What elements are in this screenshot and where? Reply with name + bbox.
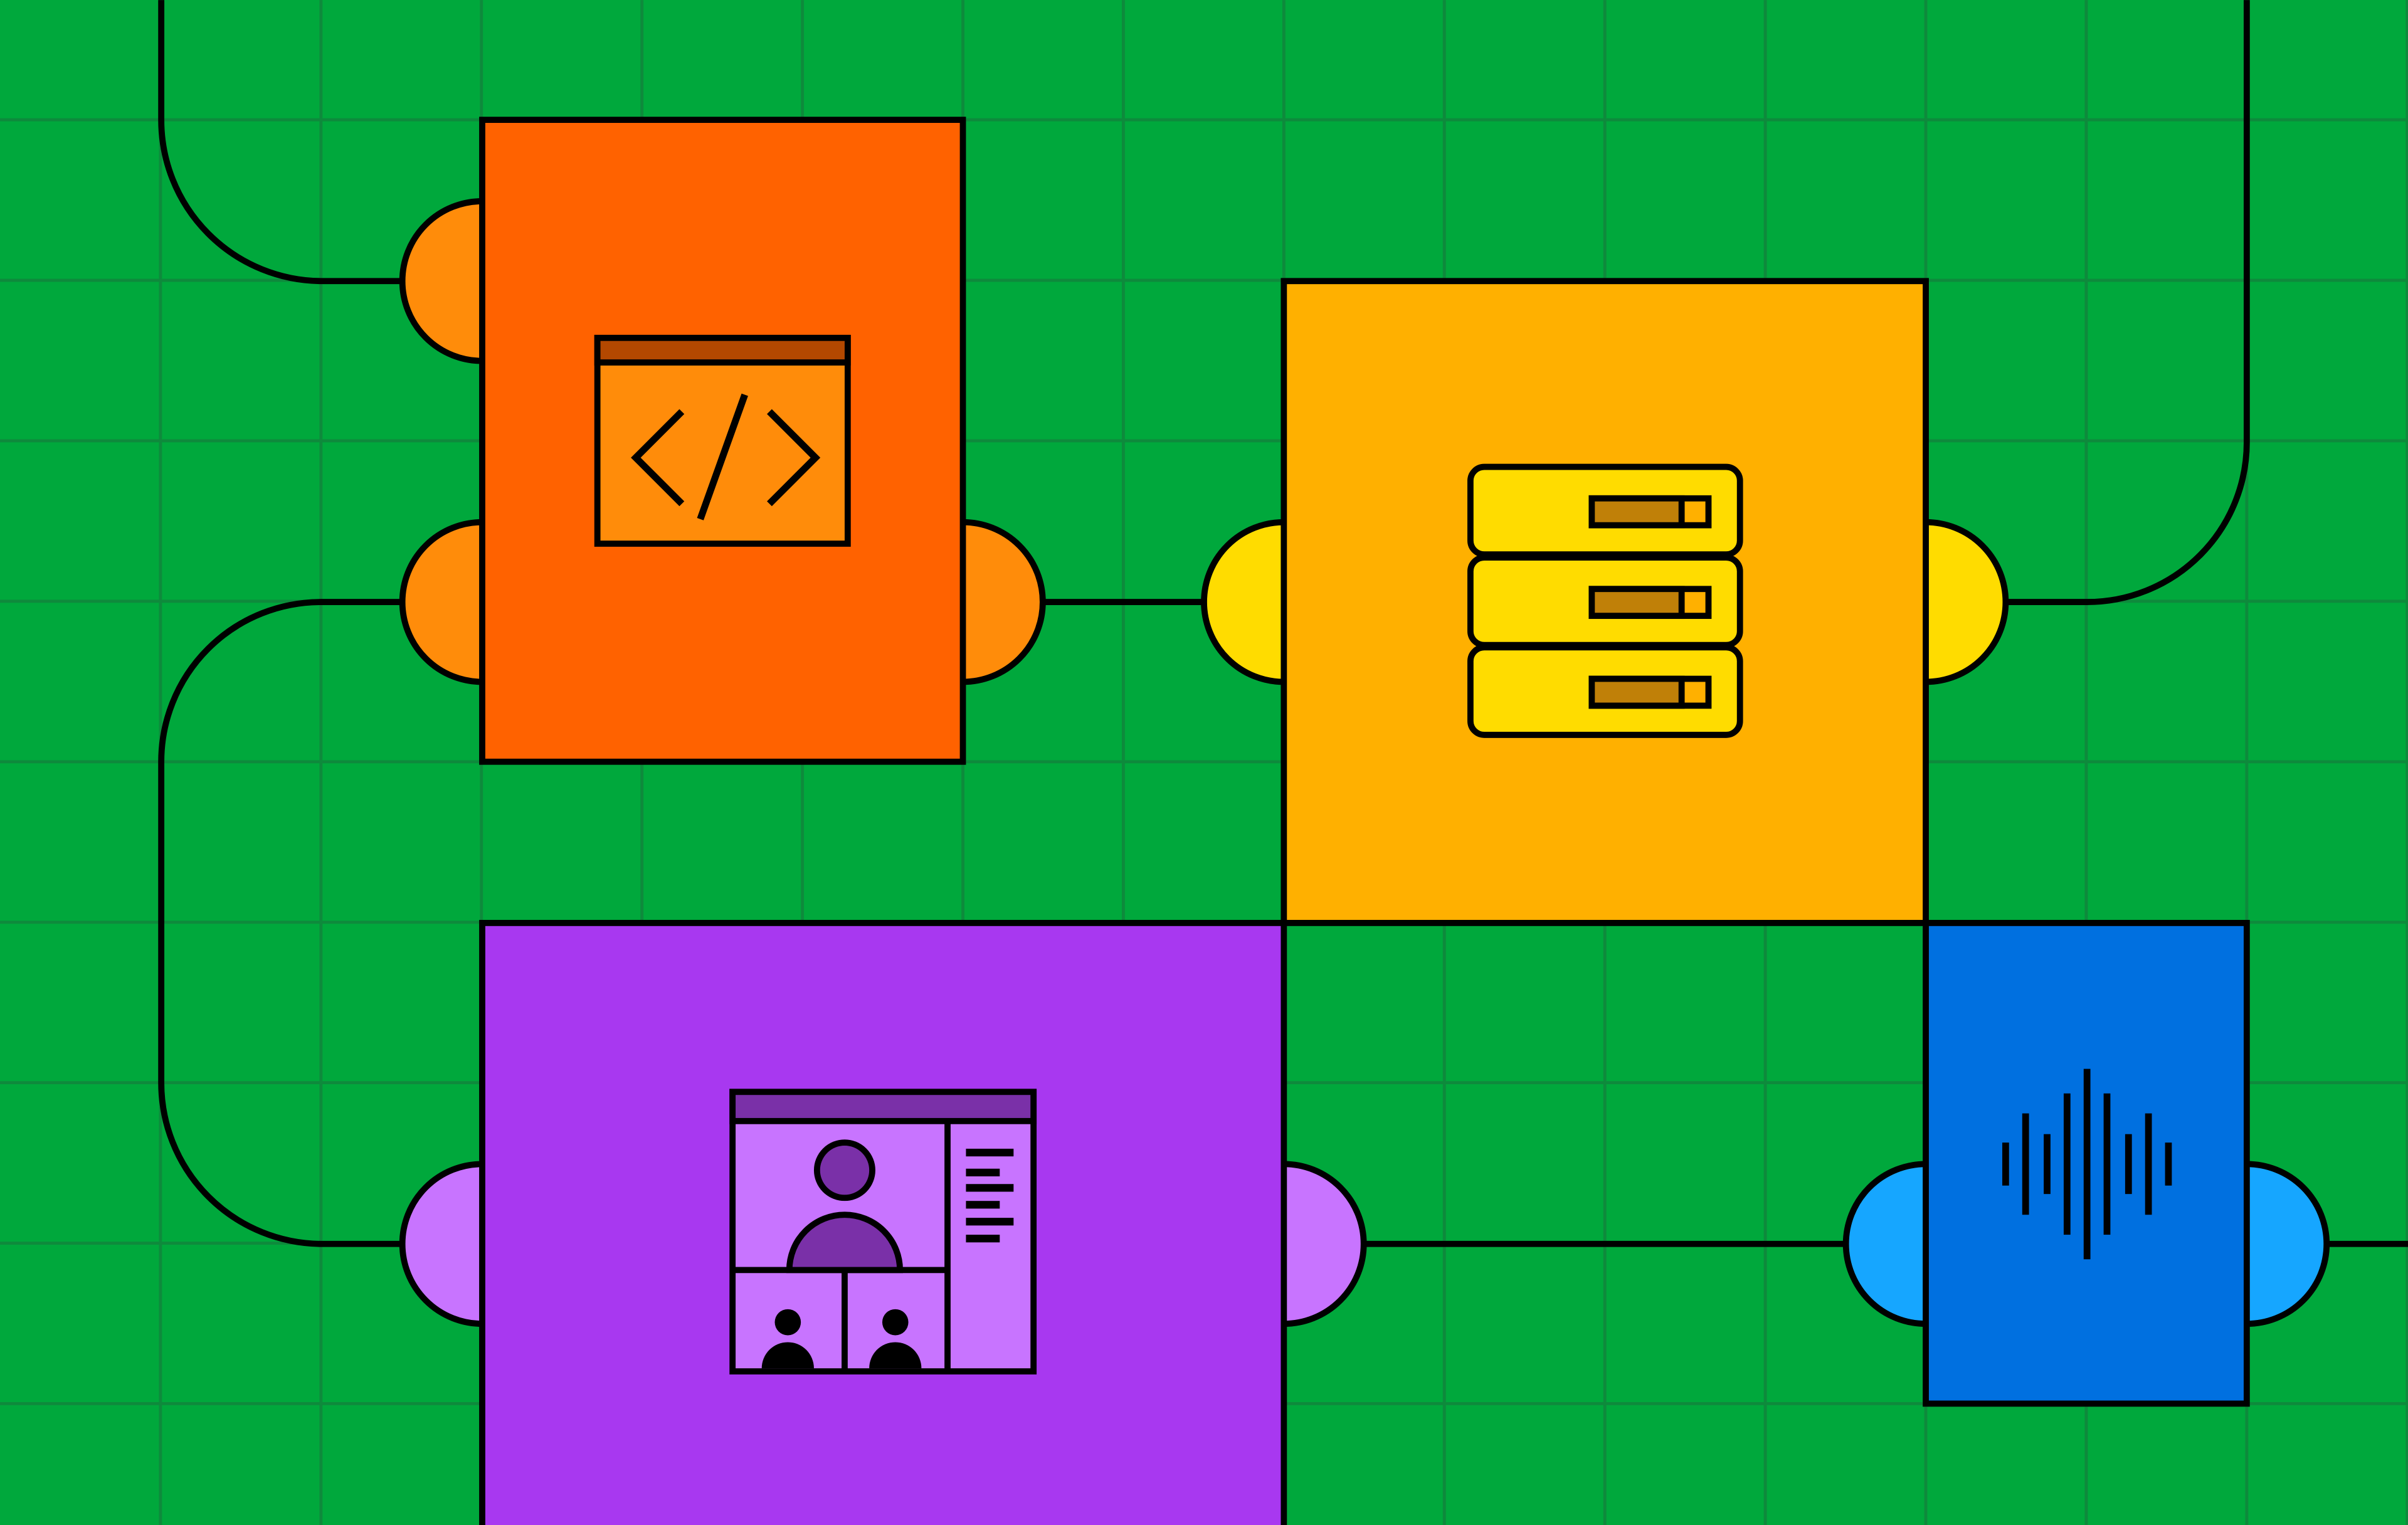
server-slot-bar <box>1588 495 1685 529</box>
wires <box>158 0 2408 1247</box>
sound-wave-bar <box>2063 1093 2071 1235</box>
sound-wave-bar <box>2044 1134 2051 1195</box>
wire-server-top-right <box>2005 0 2250 605</box>
sound-wave-bar <box>2165 1142 2172 1186</box>
sound-wave-bar <box>2145 1113 2152 1215</box>
server-stack-icon <box>1467 463 1743 738</box>
wire-top-left <box>158 0 403 285</box>
audio-node[interactable] <box>1923 920 2250 1407</box>
sound-wave-icon <box>2002 1069 2172 1260</box>
code-window-icon <box>594 334 851 547</box>
sound-wave-bar <box>2103 1093 2111 1235</box>
server-node[interactable] <box>1281 278 1929 926</box>
sound-wave-bar <box>2002 1142 2009 1186</box>
wire-left-loop <box>158 599 403 1247</box>
video-conference-icon <box>729 1089 1037 1375</box>
server-slot-bar <box>1588 675 1685 709</box>
sound-wave-bar <box>2125 1134 2132 1195</box>
server-slot-bar <box>1588 586 1685 620</box>
sound-wave-bar <box>2083 1069 2091 1260</box>
sound-wave-bar <box>2022 1113 2029 1215</box>
